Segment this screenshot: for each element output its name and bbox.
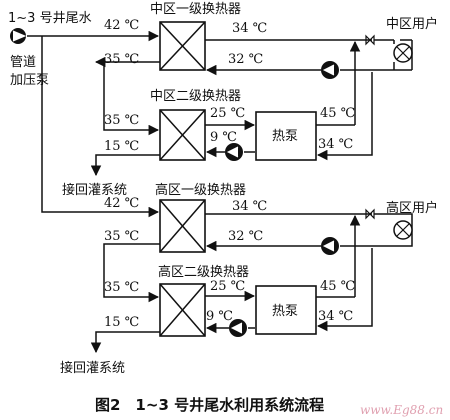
high-hx2-title: 高区二级换热器 (158, 264, 249, 280)
high-reinject-pipe (90, 331, 160, 354)
mid-reinject-label: 接回灌系统 (62, 182, 127, 198)
high-user-label: 高区用户 (386, 200, 438, 216)
mid-heat-pump-box (255, 111, 317, 161)
high-primary-to-hx2 (103, 243, 160, 303)
pump-label-line1: 管道 (10, 55, 36, 70)
high-hx2-icon (159, 283, 206, 337)
mid-t-out2: 15 ℃ (104, 139, 139, 154)
figure-caption: 图2 1~3 号井尾水利用系统流程 (95, 396, 324, 414)
mid-user-loop (372, 39, 413, 71)
mid-hp-pump-icon (225, 143, 243, 161)
high-heat-pump-label: 热泵 (272, 304, 298, 319)
mid-heat-pump-label: 热泵 (272, 129, 298, 144)
mid-primary-to-hx2 (103, 61, 160, 136)
mid-circ-pump-icon (321, 61, 339, 79)
mid-t-hp-out: 9 ℃ (210, 130, 237, 145)
high-t-hp-in: 25 ℃ (210, 279, 245, 294)
watermark: www.Eg88.cn (360, 403, 443, 417)
mid-hx2-title: 中区二级换热器 (150, 89, 241, 104)
high-user-icon (393, 220, 413, 240)
high-t-hp-hot: 45 ℃ (320, 279, 355, 294)
mid-hx1-title: 中区一级换热器 (150, 2, 241, 17)
high-hp-pump-icon (229, 319, 247, 337)
pipeline-pump-icon (10, 28, 27, 44)
source-label: 1~3 号井尾水 (8, 11, 92, 26)
high-hx1-icon (159, 199, 206, 253)
high-t-return: 32 ℃ (228, 229, 263, 244)
mid-t-in2: 35 ℃ (104, 113, 139, 128)
high-heat-pump-box (255, 285, 317, 335)
mid-t-hp-back: 34 ℃ (318, 137, 353, 152)
mid-t-in: 42 ℃ (104, 18, 139, 33)
high-hx1-title: 高区一级换热器 (155, 182, 246, 198)
high-circ-pump-icon (321, 237, 339, 255)
mid-t-hp-hot: 45 ℃ (320, 106, 355, 121)
mid-user-icon (393, 43, 413, 63)
high-t-in2: 35 ℃ (104, 280, 139, 295)
source-branch-pipe (41, 36, 140, 213)
high-t-out2: 15 ℃ (104, 315, 139, 330)
high-hp-back-pipe (316, 248, 373, 332)
mid-hx1-icon (159, 21, 206, 71)
mid-t-supply: 34 ℃ (232, 21, 267, 36)
high-t-in: 42 ℃ (104, 196, 139, 211)
mid-valve-icon (365, 34, 375, 46)
mid-t-out1: 35 ℃ (104, 52, 139, 67)
mid-user-label: 中区用户 (386, 16, 438, 32)
mid-t-hp-in: 25 ℃ (210, 106, 245, 121)
mid-t-return: 32 ℃ (228, 52, 263, 67)
high-t-supply: 34 ℃ (232, 199, 267, 214)
high-t-hp-back: 34 ℃ (318, 309, 353, 324)
high-t-hp-out: 9 ℃ (206, 309, 233, 324)
high-valve-icon (365, 208, 375, 220)
mid-hp-back-pipe (316, 72, 373, 161)
high-t-out1: 35 ℃ (104, 229, 139, 244)
mid-reinject-pipe (90, 154, 160, 177)
high-reinject-label: 接回灌系统 (60, 360, 125, 376)
mid-hx2-icon (159, 109, 206, 161)
pump-label-line2: 加压泵 (10, 73, 49, 88)
